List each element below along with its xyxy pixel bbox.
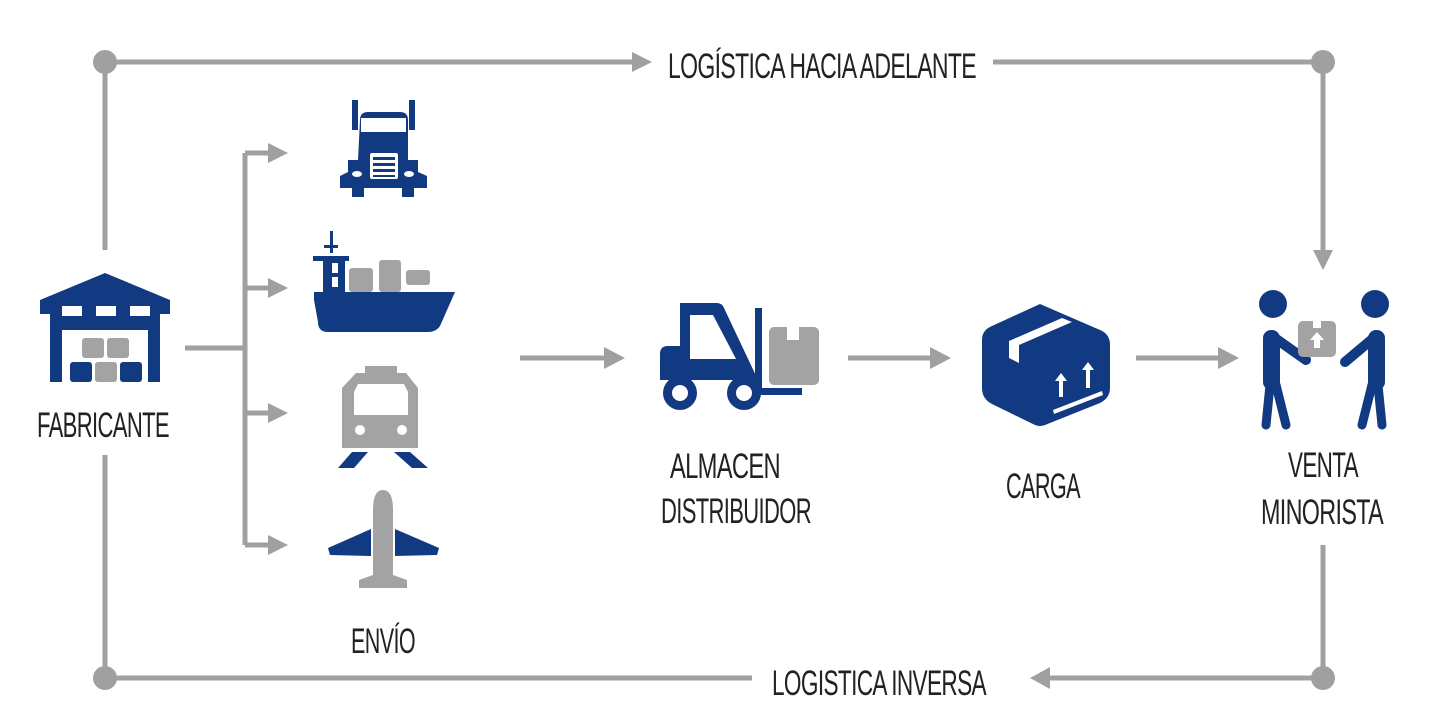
reverse-logistics-connector [93,455,1335,690]
cargo-label: CARGA [1006,467,1081,506]
shipping-label: ENVÍO [351,622,415,661]
forward-logistics-label: LOGÍSTICA HACIA ADELANTE [668,47,976,86]
node-shipping: ENVÍO [313,100,455,661]
train-icon [338,366,428,468]
forward-logistics-connector [93,50,1335,270]
reverse-arrow-left-icon [1030,667,1050,689]
branch-arrow-truck-icon [268,143,288,163]
shipping-branch-connector [185,143,288,555]
branch-arrow-train-icon [268,403,288,423]
warehouse-icon [40,273,170,382]
package-box-icon [982,304,1110,426]
manufacturer-label: FABRICANTE [37,406,169,445]
forward-end-node-dot [1311,50,1335,74]
warehouse-label-line1: ALMACEN [670,447,780,486]
reverse-logistics-label: LOGISTICA INVERSA [772,664,987,701]
cargo-ship-icon [313,231,455,332]
arrow-cargo-to-retail [1136,347,1239,369]
retail-label-line2: MINORISTA [1261,493,1384,532]
node-manufacturer: FABRICANTE [37,273,170,445]
node-cargo: CARGA [982,304,1110,506]
forklift-icon [660,303,819,410]
node-retail: VENTA MINORISTA [1259,290,1389,532]
arrow-warehouse-to-cargo [848,347,951,369]
truck-icon [340,100,427,197]
branch-arrow-ship-icon [268,278,288,298]
arrow-shipping-to-warehouse [520,347,625,369]
handover-people-icon [1259,290,1389,430]
retail-label-line1: VENTA [1288,446,1359,485]
airplane-icon [328,490,439,588]
warehouse-label-line2: DISTRIBUIDOR [661,492,811,531]
reverse-end-node-dot [93,666,117,690]
forward-arrow-right-icon [632,52,652,72]
reverse-start-node-dot [1311,666,1335,690]
forward-start-node-dot [93,50,117,74]
branch-arrow-plane-icon [268,535,288,555]
node-distribution-warehouse: ALMACEN DISTRIBUIDOR [660,303,819,531]
forward-arrow-down-icon [1313,250,1333,270]
